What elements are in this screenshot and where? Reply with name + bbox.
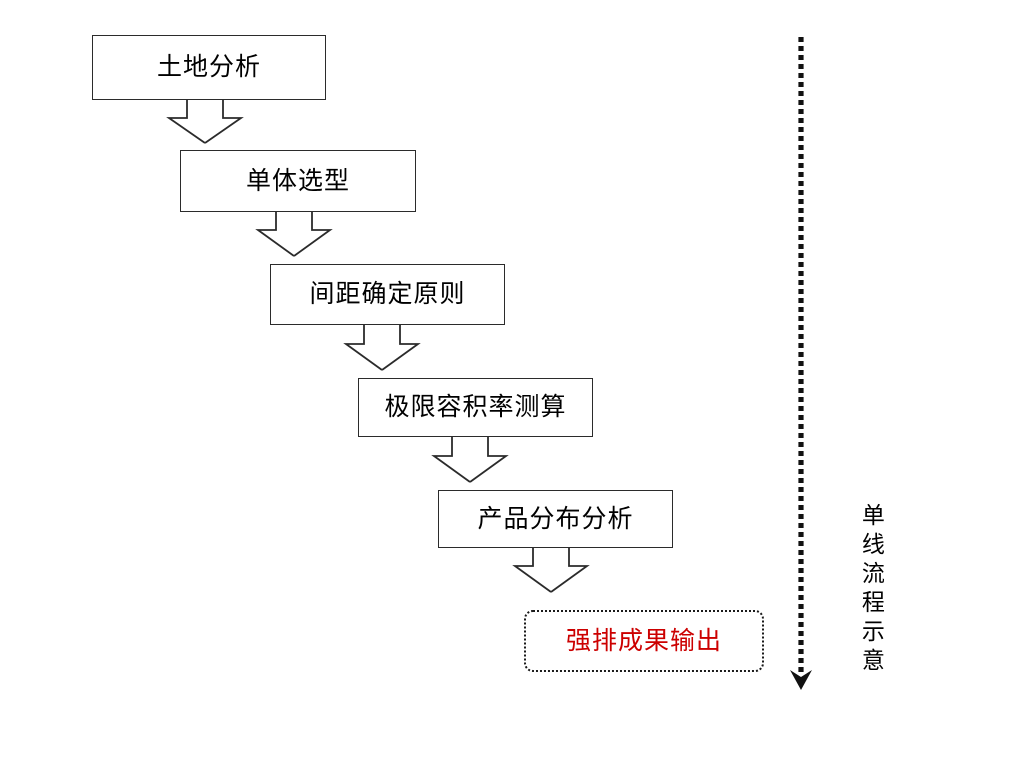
down-arrow-icon [166, 100, 244, 144]
flow-node-land-analysis[interactable]: 土地分析 [92, 35, 326, 100]
flow-node-label: 土地分析 [156, 52, 261, 81]
down-arrow-icon [343, 325, 421, 371]
flow-diagram-caption: 单线流程示意 [857, 503, 884, 677]
flow-node-label: 强排成果输出 [565, 625, 722, 655]
flow-node-product-distribution[interactable]: 产品分布分析 [438, 490, 673, 548]
flow-node-label: 产品分布分析 [477, 503, 634, 533]
flow-node-max-far-calculation[interactable]: 极限容积率测算 [358, 378, 593, 437]
down-arrow-icon [512, 548, 590, 593]
dotted-flow-arrow-icon [786, 35, 816, 690]
flow-node-output-result[interactable]: 强排成果输出 [524, 610, 764, 672]
down-arrow-icon [431, 437, 509, 483]
down-arrow-icon [255, 212, 333, 257]
flow-node-label: 极限容积率测算 [384, 392, 567, 421]
flow-node-unit-selection[interactable]: 单体选型 [180, 150, 416, 212]
flow-node-spacing-principle[interactable]: 间距确定原则 [270, 264, 505, 325]
flow-node-label: 间距确定原则 [309, 279, 466, 308]
flow-node-label: 单体选型 [245, 165, 350, 195]
